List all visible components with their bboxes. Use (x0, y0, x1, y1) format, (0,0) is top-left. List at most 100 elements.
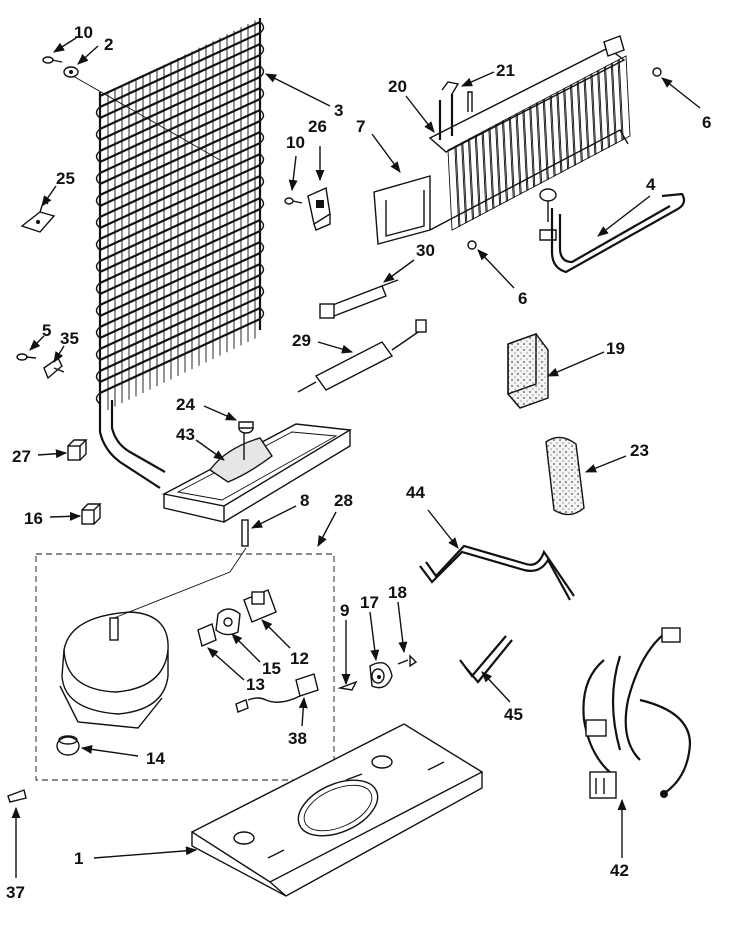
coil-tube (99, 76, 261, 152)
coil-tube (99, 131, 261, 207)
coil-tube (99, 142, 261, 218)
callout-17-grommet: 17 (360, 593, 379, 612)
clip-37 (7, 789, 27, 803)
coil-tube (99, 43, 261, 119)
coil-bend (95, 172, 101, 185)
coil-tube (99, 285, 261, 361)
callout-23-foam: 23 (630, 441, 649, 460)
coil-bend (95, 260, 101, 273)
callout-20-clip: 20 (388, 77, 407, 96)
callout-10-screw: 10 (74, 23, 93, 42)
coil-tube (99, 186, 261, 262)
coil-bend (259, 153, 265, 166)
coil-tube (99, 98, 261, 174)
callout-24-nut: 24 (176, 395, 195, 414)
coil-bend (95, 304, 101, 317)
callout-10-screw-b: 10 (286, 133, 305, 152)
coil-tube (99, 296, 261, 372)
callout-29-drier: 29 (292, 331, 311, 350)
callout-25-clip: 25 (56, 169, 75, 188)
coil-tube (99, 208, 261, 284)
foam-block-23 (545, 436, 585, 516)
callout-8-tube: 8 (300, 491, 309, 510)
drain-pan (161, 421, 353, 523)
coil-tube (99, 230, 261, 306)
coil-tube (99, 219, 261, 295)
coil-tube (99, 109, 261, 185)
condenser-coil (95, 18, 265, 489)
callout-42-harness: 42 (610, 861, 629, 880)
callout-27-clip: 27 (12, 447, 31, 466)
coil-tube (99, 54, 261, 130)
callout-16-clip: 16 (24, 509, 43, 528)
filter-drier (297, 319, 427, 393)
compressor-assembly (35, 547, 335, 781)
coil-tube (99, 307, 261, 383)
callout-21-clip: 21 (496, 61, 515, 80)
coil-bend (259, 197, 265, 210)
coil-tube (99, 318, 261, 394)
callout-38-connector: 38 (288, 729, 307, 748)
coil-bend (259, 307, 265, 320)
coil-tube (99, 197, 261, 273)
callout-2-grommet: 2 (104, 35, 113, 54)
coil-bend (259, 87, 265, 100)
screw-and-grommet (42, 56, 221, 161)
coil-bend (95, 238, 101, 251)
coil-tube (99, 153, 261, 229)
condenser-clip (20, 198, 56, 233)
callout-labels: 10 2 3 26 10 25 5 35 27 16 24 43 8 28 20… (6, 23, 711, 902)
coil-bend (259, 241, 265, 254)
coil-bend (95, 326, 101, 339)
process-tube (459, 635, 513, 684)
coil-tube (99, 32, 261, 108)
callout-35-clip: 35 (60, 329, 79, 348)
coil-tube (99, 175, 261, 251)
compressor-base-plate (190, 723, 484, 897)
callout-3-condenser: 3 (334, 101, 343, 120)
compressor-relay-bracket (284, 186, 331, 231)
callout-9-hardware: 9 (340, 601, 349, 620)
suction-tube (419, 544, 575, 601)
evaporator-fin (617, 55, 631, 141)
callout-6-screw-bottom: 6 (518, 289, 527, 308)
callout-6-screw-top: 6 (702, 113, 711, 132)
coil-tube (99, 241, 261, 317)
callout-12-relay: 12 (290, 649, 309, 668)
callout-28-compressor: 28 (334, 491, 353, 510)
coil-bend (259, 285, 265, 298)
coil-bend (95, 106, 101, 119)
callout-37-clip: 37 (6, 883, 25, 902)
coil-bend (259, 43, 265, 56)
foam-block-19 (507, 333, 549, 409)
coil-tube (99, 21, 261, 97)
callout-45-tube: 45 (504, 705, 523, 724)
screw-and-clip (16, 353, 65, 380)
callout-26-bracket: 26 (308, 117, 327, 136)
coil-tube (99, 164, 261, 240)
defrost-thermostat (319, 279, 399, 319)
callout-13-connector: 13 (246, 675, 265, 694)
coil-bend (259, 175, 265, 188)
tube-clips (67, 439, 102, 525)
coil-bend (259, 65, 265, 78)
coil-bend (95, 128, 101, 141)
callout-18-screw: 18 (388, 583, 407, 602)
callout-15-overload: 15 (262, 659, 281, 678)
callout-4-heater: 4 (646, 175, 656, 194)
coil-bend (95, 216, 101, 229)
callout-19-foam: 19 (606, 339, 625, 358)
coil-bend (259, 131, 265, 144)
defrost-heater (539, 188, 686, 274)
coil-bend (259, 109, 265, 122)
callout-5-screw: 5 (42, 321, 51, 340)
callout-1-base: 1 (74, 849, 83, 868)
coil-tube (99, 252, 261, 328)
coil-tube (99, 274, 261, 350)
coil-tube (99, 120, 261, 196)
leader-lines (11, 37, 701, 878)
coil-bend (95, 348, 101, 361)
callout-43-pan: 43 (176, 425, 195, 444)
